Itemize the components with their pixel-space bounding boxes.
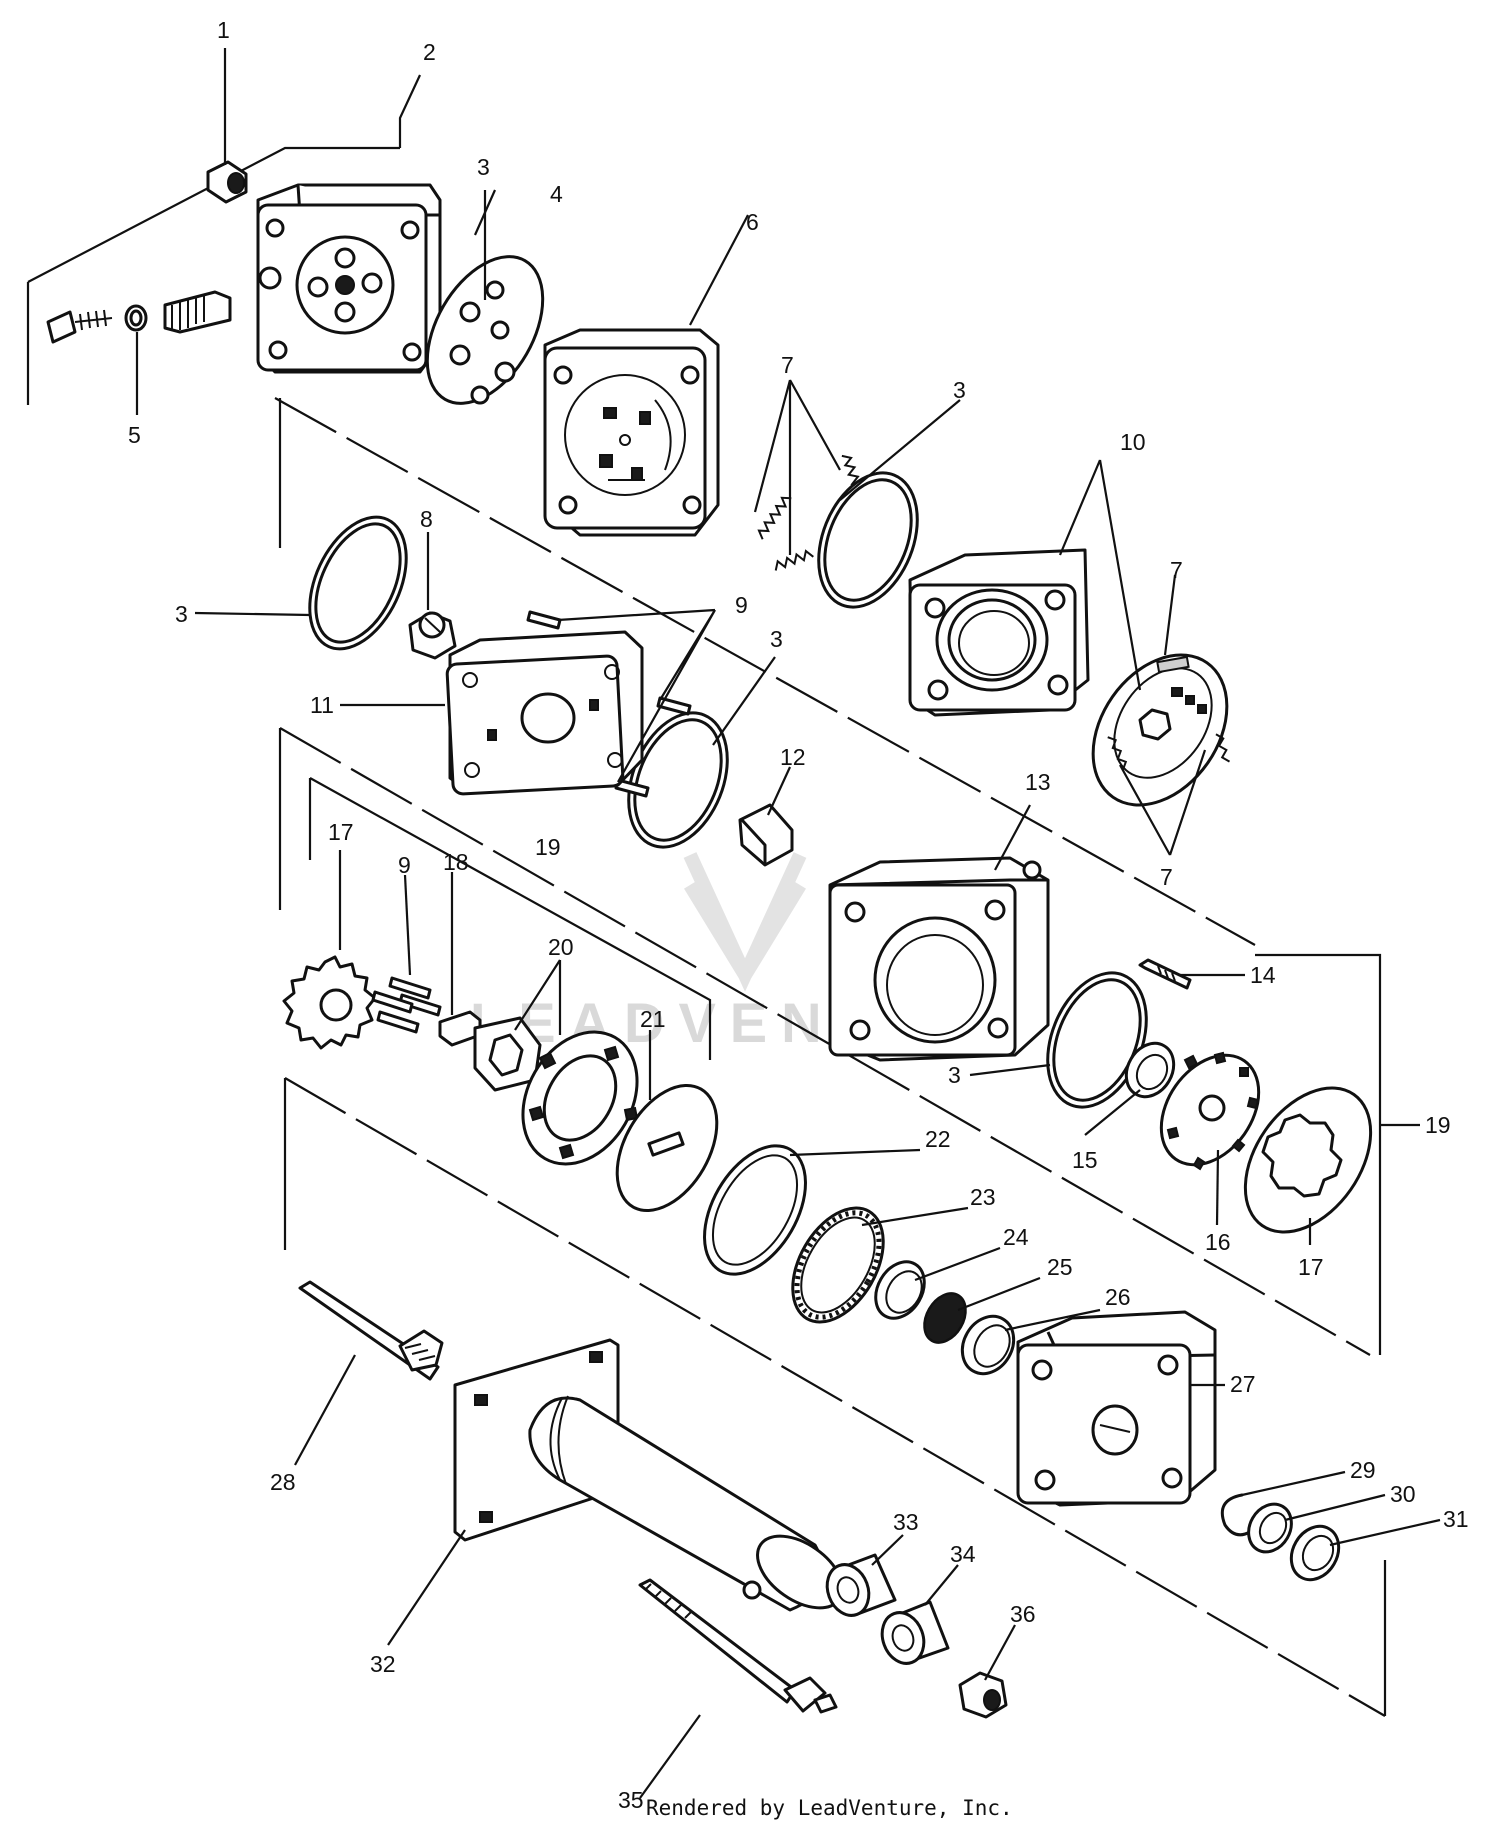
part-32-mount-flange (453, 1338, 844, 1612)
callout-28: 28 (270, 1469, 296, 1495)
callout-7: 7 (1170, 557, 1183, 583)
part-4-port-plate (425, 255, 545, 405)
callout-18: 18 (443, 849, 469, 875)
part-9-rollers (371, 976, 442, 1034)
callout-36: 36 (1010, 1601, 1036, 1627)
callout-23: 23 (970, 1184, 996, 1210)
callout-7: 7 (781, 352, 794, 378)
part-11-plate (445, 630, 644, 796)
leader-lines (135, 48, 1441, 1799)
part-21-wear-plate (615, 1083, 719, 1213)
part-2-end-cover (46, 183, 442, 374)
part-3-o-rings (308, 471, 1148, 1109)
callout-9: 9 (735, 592, 748, 618)
part-14-bolt (1138, 958, 1192, 990)
callout-17: 17 (328, 819, 354, 845)
callout-4: 4 (550, 181, 563, 207)
callout-15: 15 (1072, 1147, 1098, 1173)
part-30-washer (1247, 1502, 1293, 1554)
part-23-thrust-bearing (791, 1206, 885, 1324)
part-10-commutator-disc (1091, 653, 1231, 807)
callout-5: 5 (128, 422, 141, 448)
part-1-nut (206, 160, 248, 204)
callout-17: 17 (1298, 1254, 1324, 1280)
part-25-seal (923, 1292, 967, 1344)
callout-1: 1 (217, 17, 230, 43)
part-8-sleeve (408, 611, 457, 660)
callout-20: 20 (548, 934, 574, 960)
part-16-star-plate (1159, 1051, 1261, 1171)
part-15-seal-ring (1124, 1041, 1176, 1099)
part-36-nut (958, 1671, 1008, 1719)
part-22-ring (703, 1144, 807, 1276)
part-35-stud (638, 1578, 838, 1714)
callout-30: 30 (1390, 1481, 1416, 1507)
callout-labels: 1 2 3 4 5 6 7 3 10 7 3 8 9 11 3 12 13 7 … (128, 17, 1469, 1813)
callout-14: 14 (1250, 962, 1276, 988)
callout-16: 16 (1205, 1229, 1231, 1255)
part-28-shaft (298, 1280, 444, 1381)
callout-19: 19 (535, 834, 561, 860)
callout-11: 11 (310, 692, 334, 718)
part-6-valve-plate (543, 328, 720, 537)
part-10-bearing-housing (908, 548, 1090, 717)
callout-9: 9 (398, 852, 411, 878)
callout-3: 3 (948, 1062, 961, 1088)
part-27-rear-housing (1016, 1310, 1217, 1507)
callout-3: 3 (175, 601, 188, 627)
callout-29: 29 (1350, 1457, 1376, 1483)
part-17-splined-plate-right (1243, 1086, 1373, 1234)
part-20-gerotor (473, 1016, 639, 1166)
part-34-bushing (880, 1600, 950, 1665)
callout-21: 21 (640, 1006, 666, 1032)
callout-3: 3 (770, 626, 783, 652)
callout-10: 10 (1120, 429, 1146, 455)
callout-26: 26 (1105, 1284, 1131, 1310)
callout-6: 6 (746, 209, 759, 235)
part-13-housing (828, 856, 1050, 1062)
part-29-snap-ring (1220, 1493, 1252, 1537)
callout-31: 31 (1443, 1506, 1469, 1532)
callout-2: 2 (423, 39, 436, 65)
callout-12: 12 (780, 744, 806, 770)
part-24-race (874, 1260, 926, 1320)
callout-25: 25 (1047, 1254, 1073, 1280)
callout-8: 8 (420, 506, 433, 532)
part-17-rotor-left (282, 955, 377, 1050)
callout-3: 3 (477, 154, 490, 180)
callout-33: 33 (893, 1509, 919, 1535)
callout-3: 3 (953, 377, 966, 403)
callout-19: 19 (1425, 1112, 1451, 1138)
callout-27: 27 (1230, 1371, 1256, 1397)
callout-35: 35 (618, 1787, 644, 1813)
callout-34: 34 (950, 1541, 976, 1567)
part-33-bushing (825, 1553, 897, 1617)
part-31-washer (1289, 1524, 1341, 1582)
footer-credit: Rendered by LeadVenture, Inc. (646, 1796, 1013, 1820)
callout-32: 32 (370, 1651, 396, 1677)
callout-13: 13 (1025, 769, 1051, 795)
callout-24: 24 (1003, 1224, 1029, 1250)
callout-22: 22 (925, 1126, 951, 1152)
part-12-key (738, 803, 794, 867)
part-9-pins (526, 610, 692, 798)
part-26-washer (960, 1314, 1016, 1376)
callout-7: 7 (1160, 864, 1173, 890)
